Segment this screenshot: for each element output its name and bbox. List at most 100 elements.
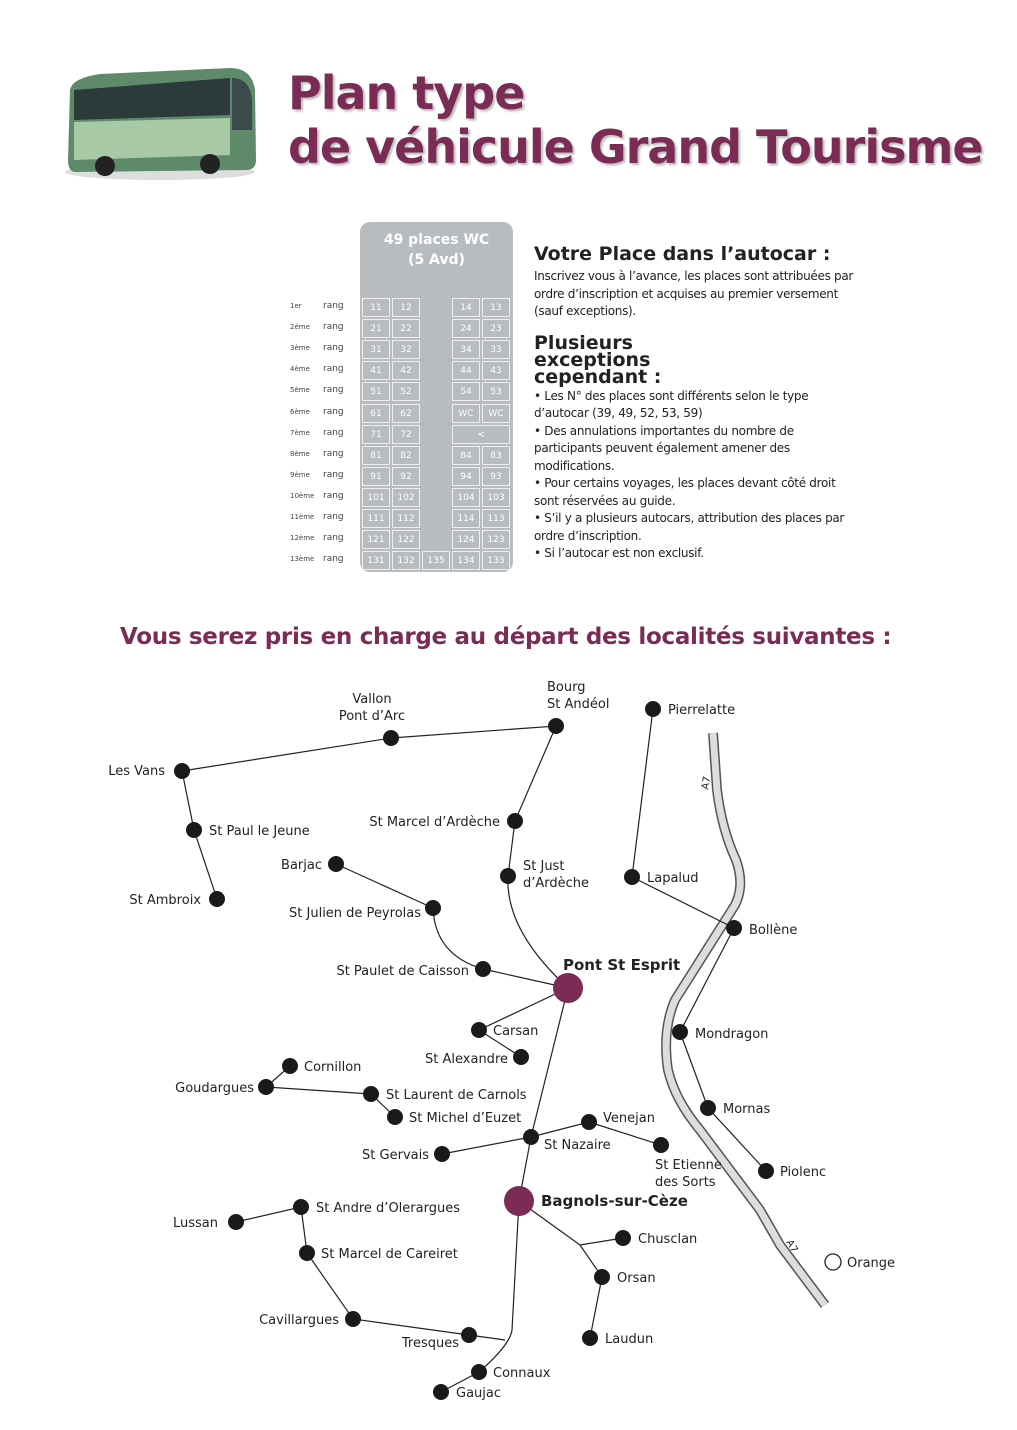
seat: 114 bbox=[452, 509, 480, 528]
town-marker bbox=[645, 701, 661, 717]
town-label: Goudargues bbox=[175, 1081, 254, 1096]
town-marker bbox=[471, 1364, 487, 1380]
info-heading-seat: Votre Place dans l’autocar : bbox=[534, 243, 831, 265]
town-label: St Andre d’Olerargues bbox=[316, 1201, 460, 1216]
seat: 13 bbox=[482, 298, 510, 317]
town-marker bbox=[824, 1253, 842, 1271]
seat: 91 bbox=[362, 466, 390, 486]
town-label: St Nazaire bbox=[544, 1138, 611, 1153]
town-label: Pierrelatte bbox=[668, 703, 735, 718]
title-line-1: Plan type bbox=[288, 66, 525, 120]
town-label: Orange bbox=[847, 1256, 895, 1271]
town-marker bbox=[615, 1230, 631, 1246]
town-label: St Marcel d’Ardèche bbox=[369, 815, 500, 830]
town-marker bbox=[582, 1330, 598, 1346]
seat: 104 bbox=[452, 487, 480, 507]
seat: 31 bbox=[362, 340, 390, 360]
seat-plan-subtitle: (5 Avd) bbox=[408, 252, 465, 268]
town-label: St Marcel de Careiret bbox=[321, 1247, 458, 1262]
town-label: Mondragon bbox=[695, 1027, 768, 1042]
seat: 132 bbox=[392, 551, 420, 571]
town-marker bbox=[581, 1114, 597, 1130]
town-marker bbox=[174, 763, 190, 779]
town-label: Barjac bbox=[281, 858, 322, 873]
seat: 83 bbox=[482, 445, 510, 465]
seat: 54 bbox=[452, 382, 480, 402]
town-marker bbox=[383, 730, 399, 746]
exception-item: • S’il y a plusieurs autocars, attributi… bbox=[534, 511, 845, 543]
seat: 44 bbox=[452, 361, 480, 381]
seat: 53 bbox=[482, 382, 510, 402]
seat: 101 bbox=[362, 487, 390, 507]
town-marker bbox=[387, 1109, 403, 1125]
town-label: St Just bbox=[523, 859, 564, 874]
seat: 92 bbox=[392, 466, 420, 486]
town-label: Piolenc bbox=[780, 1165, 826, 1180]
seat: 43 bbox=[482, 361, 510, 381]
seat: 22 bbox=[392, 319, 420, 339]
seat: 112 bbox=[392, 509, 420, 528]
town-label: Bagnols-sur-Cèze bbox=[541, 1192, 688, 1210]
town-marker bbox=[726, 920, 742, 936]
town-label: Connaux bbox=[493, 1366, 551, 1381]
exception-item: • Si l’autocar est non exclusif. bbox=[534, 546, 704, 560]
seat: < bbox=[452, 424, 510, 444]
seat: 123 bbox=[482, 530, 510, 550]
town-label: St Andéol bbox=[547, 697, 609, 712]
a7-motorway bbox=[661, 732, 829, 1308]
seat: 135 bbox=[422, 551, 450, 571]
town-label: St Laurent de Carnols bbox=[386, 1088, 527, 1103]
town-label: Vallon bbox=[352, 692, 391, 707]
town-label: Mornas bbox=[723, 1102, 770, 1117]
town-label: Carsan bbox=[493, 1024, 538, 1039]
info-paragraph: Inscrivez vous à l’avance, les places so… bbox=[534, 269, 854, 318]
town-label: Lapalud bbox=[647, 871, 699, 886]
town-label: Chusclan bbox=[638, 1232, 697, 1247]
town-marker bbox=[258, 1079, 274, 1095]
pickup-heading: Vous serez pris en charge au départ des … bbox=[120, 624, 892, 650]
town-marker bbox=[471, 1022, 487, 1038]
seat: 21 bbox=[362, 319, 390, 339]
town-marker bbox=[299, 1245, 315, 1261]
town-marker bbox=[700, 1100, 716, 1116]
town-label: des Sorts bbox=[655, 1175, 716, 1190]
seat: 52 bbox=[392, 382, 420, 402]
seat: 32 bbox=[392, 340, 420, 360]
town-marker bbox=[228, 1214, 244, 1230]
seat: 41 bbox=[362, 361, 390, 381]
town-marker bbox=[594, 1269, 610, 1285]
town-label: Cavillargues bbox=[259, 1313, 339, 1328]
seat: 131 bbox=[362, 551, 390, 571]
seat: 72 bbox=[392, 424, 420, 444]
seat: 51 bbox=[362, 382, 390, 402]
town-marker bbox=[624, 869, 640, 885]
town-marker bbox=[363, 1086, 379, 1102]
road-label: A7 bbox=[700, 776, 713, 791]
seat: 14 bbox=[452, 298, 480, 317]
exception-item: • Des annulations importantes du nombre … bbox=[534, 423, 794, 473]
town-label: Orsan bbox=[617, 1271, 656, 1286]
town-marker bbox=[507, 813, 523, 829]
town-label: Pont St Esprit bbox=[563, 956, 680, 974]
town-label: St Michel d’Euzet bbox=[409, 1111, 521, 1126]
town-label: Bollène bbox=[749, 923, 797, 938]
town-marker bbox=[653, 1137, 669, 1153]
seat-plan-title: 49 places WC bbox=[383, 232, 490, 248]
town-label: St Alexandre bbox=[425, 1052, 508, 1067]
town-marker bbox=[523, 1129, 539, 1145]
town-marker bbox=[186, 822, 202, 838]
town-label: d’Ardèche bbox=[523, 876, 589, 891]
seat: 61 bbox=[362, 403, 390, 423]
seat: 34 bbox=[452, 340, 480, 360]
seat: WC bbox=[482, 403, 510, 423]
town-label: Venejan bbox=[603, 1111, 655, 1126]
seat: 42 bbox=[392, 361, 420, 381]
